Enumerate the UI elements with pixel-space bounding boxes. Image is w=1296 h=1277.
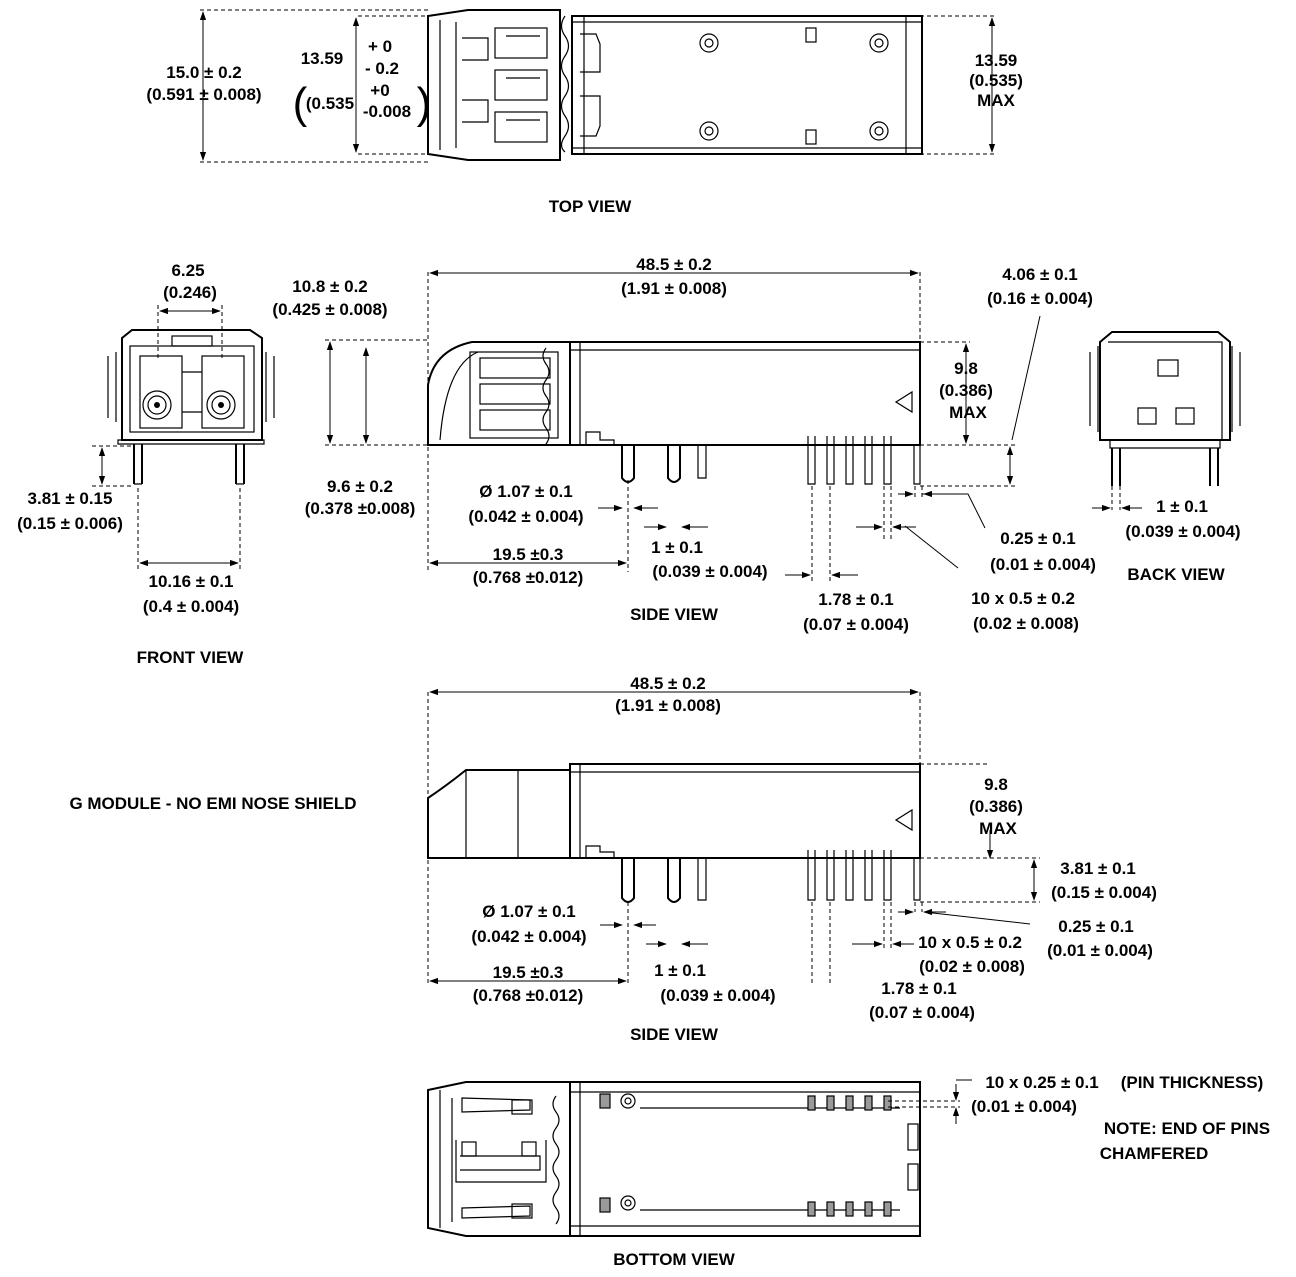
side2-pin-offset-in: (0.768 ±0.012) <box>473 986 583 1005</box>
side1-length-in: (1.91 ± 0.008) <box>621 279 727 298</box>
front-view-module <box>107 329 275 485</box>
side1-pin-offset-mm: 19.5 ±0.3 <box>493 545 564 564</box>
side1-pin-offset-in: (0.768 ±0.012) <box>473 568 583 587</box>
side2-note: G MODULE - NO EMI NOSE SHIELD <box>69 794 356 813</box>
top-tol-plus-mm: + 0 <box>368 37 392 56</box>
side1-post-gap-in: (0.039 ± 0.004) <box>652 562 767 581</box>
top-view-caption: TOP VIEW <box>549 197 632 216</box>
back-pin-gap-mm: 1 ± 0.1 <box>1156 497 1208 516</box>
bottom-pin-thickness-in: (0.01 ± 0.004) <box>971 1097 1077 1116</box>
back-view-module <box>1089 331 1241 486</box>
bottom-pin-thickness-label: (PIN THICKNESS) <box>1121 1073 1264 1092</box>
side2-post-diameter-mm: Ø 1.07 ± 0.1 <box>482 902 575 921</box>
side2-height-max-label: MAX <box>979 819 1017 838</box>
side1-post-gap-mm: 1 ± 0.1 <box>651 538 703 557</box>
bottom-view: 10 x 0.25 ± 0.1 (PIN THICKNESS) (0.01 ± … <box>427 1073 1270 1269</box>
top-width-mm: 15.0 ± 0.2 <box>166 63 242 82</box>
side1-height-max-mm: 9.8 <box>954 359 978 378</box>
bottom-note-line-2: CHAMFERED <box>1100 1144 1209 1163</box>
side-view-1-caption: SIDE VIEW <box>630 605 719 624</box>
top-paren-left: ( <box>293 79 308 128</box>
front-pin-spacing-in: (0.4 ± 0.004) <box>143 597 239 616</box>
back-pin-gap-in: (0.039 ± 0.004) <box>1125 522 1240 541</box>
side2-pin-length-mm: 3.81 ± 0.1 <box>1060 859 1136 878</box>
front-view-caption: FRONT VIEW <box>137 648 245 667</box>
side2-post-gap-mm: 1 ± 0.1 <box>654 961 706 980</box>
top-back-max: MAX <box>977 91 1015 110</box>
front-pin-spacing-mm: 10.16 ± 0.1 <box>149 572 234 591</box>
side2-post-gap-in: (0.039 ± 0.004) <box>660 986 775 1005</box>
side1-pin-end-mm: 0.25 ± 0.1 <box>1000 529 1076 548</box>
side1-nose-height-mm: 10.8 ± 0.2 <box>292 277 368 296</box>
side-view-1-module <box>427 341 921 485</box>
bottom-view-module <box>427 1081 921 1237</box>
top-view: 15.0 ± 0.2 (0.591 ± 0.008) 13.59 ( (0.53… <box>146 9 1023 216</box>
front-view: 6.25 (0.246) 3.81 ± 0.15 (0.15 ± 0.006) … <box>17 261 275 667</box>
side2-pin-pitch-in: (0.07 ± 0.004) <box>869 1003 975 1022</box>
top-shell-in: (0.535 <box>306 94 354 113</box>
side2-height-max-in: (0.386) <box>969 797 1023 816</box>
bottom-view-caption: BOTTOM VIEW <box>613 1250 735 1269</box>
bottom-note-line-1: NOTE: END OF PINS <box>1104 1119 1270 1138</box>
side1-length-mm: 48.5 ± 0.2 <box>636 255 712 274</box>
side1-pin-width-mm: 10 x 0.5 ± 0.2 <box>971 589 1075 608</box>
side1-post-diameter-mm: Ø 1.07 ± 0.1 <box>479 482 572 501</box>
top-back-mm: 13.59 <box>975 51 1018 70</box>
top-paren-right: ) <box>417 79 432 128</box>
side2-pin-offset-mm: 19.5 ±0.3 <box>493 963 564 982</box>
side1-pin-pitch-in: (0.07 ± 0.004) <box>803 615 909 634</box>
back-view-caption: BACK VIEW <box>1127 565 1225 584</box>
side2-pin-width-mm: 10 x 0.5 ± 0.2 <box>918 933 1022 952</box>
side2-length-mm: 48.5 ± 0.2 <box>630 674 706 693</box>
side1-nose-height-in: (0.425 ± 0.008) <box>272 300 387 319</box>
side1-height-max-label: MAX <box>949 403 987 422</box>
side1-body-height-mm: 9.6 ± 0.2 <box>327 477 393 496</box>
top-width-in: (0.591 ± 0.008) <box>146 85 261 104</box>
side2-length-in: (1.91 ± 0.008) <box>615 696 721 715</box>
side2-pin-length-in: (0.15 ± 0.004) <box>1051 883 1157 902</box>
side-view-1: 48.5 ± 0.2 (1.91 ± 0.008) 10.8 ± 0.2 (0.… <box>272 255 1095 634</box>
back-view: 1 ± 0.1 (0.039 ± 0.004) BACK VIEW <box>1089 331 1241 584</box>
side2-pin-end-in: (0.01 ± 0.004) <box>1047 941 1153 960</box>
front-spacing-in: (0.246) <box>163 283 217 302</box>
front-pin-length-in: (0.15 ± 0.006) <box>17 514 123 533</box>
top-shell-mm: 13.59 <box>301 49 344 68</box>
side2-pin-pitch-mm: 1.78 ± 0.1 <box>881 979 957 998</box>
side1-pin-length-mm: 4.06 ± 0.1 <box>1002 265 1078 284</box>
top-view-module <box>427 9 923 161</box>
side2-height-max-mm: 9.8 <box>984 775 1008 794</box>
top-tol-minus-in: -0.008 <box>363 102 411 121</box>
bottom-pin-thickness-mm: 10 x 0.25 ± 0.1 <box>985 1073 1098 1092</box>
side1-pin-end-in: (0.01 ± 0.004) <box>990 555 1096 574</box>
side1-pin-length-in: (0.16 ± 0.004) <box>987 289 1093 308</box>
side2-pin-end-mm: 0.25 ± 0.1 <box>1058 917 1134 936</box>
side2-post-diameter-in: (0.042 ± 0.004) <box>471 927 586 946</box>
side-view-2-module <box>427 763 921 903</box>
side1-height-max-in: (0.386) <box>939 381 993 400</box>
side1-pin-width-in: (0.02 ± 0.008) <box>973 614 1079 633</box>
side2-pin-width-in: (0.02 ± 0.008) <box>919 957 1025 976</box>
top-tol-plus-in: +0 <box>370 81 389 100</box>
side1-pin-pitch-mm: 1.78 ± 0.1 <box>818 590 894 609</box>
top-tol-minus-mm: - 0.2 <box>365 59 399 78</box>
front-spacing-mm: 6.25 <box>171 261 204 280</box>
front-pin-length-mm: 3.81 ± 0.15 <box>28 489 113 508</box>
side-view-2-caption: SIDE VIEW <box>630 1025 719 1044</box>
side-view-2: G MODULE - NO EMI NOSE SHIELD 48.5 ± 0.2… <box>69 674 1156 1044</box>
top-back-in: (0.535) <box>969 71 1023 90</box>
side1-body-height-in: (0.378 ±0.008) <box>305 499 415 518</box>
side1-post-diameter-in: (0.042 ± 0.004) <box>468 507 583 526</box>
